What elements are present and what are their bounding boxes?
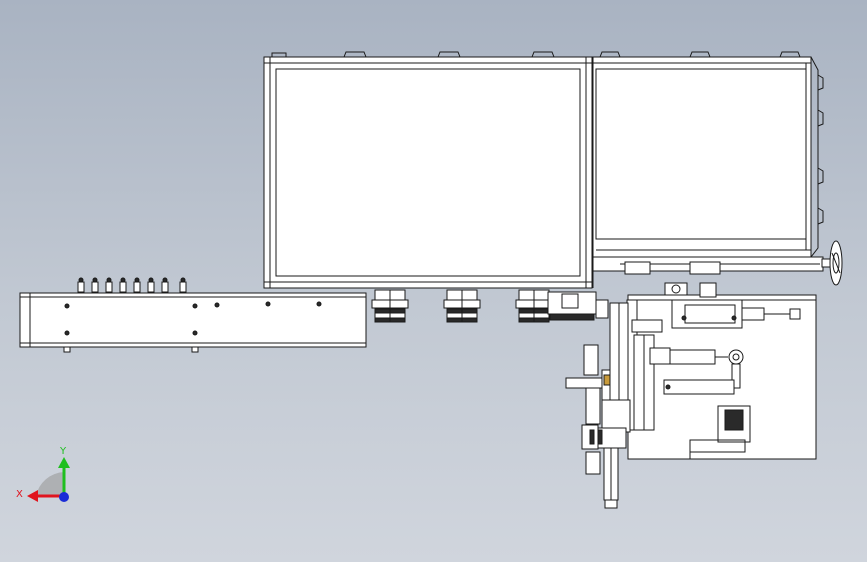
- bolt-row: [77, 277, 187, 293]
- spindle-units: [371, 289, 609, 323]
- x-axis-label: X: [16, 489, 23, 500]
- main-enclosure: [263, 51, 824, 289]
- coordinate-triad-icon: Y X: [16, 446, 70, 502]
- spindle-unit: [371, 289, 409, 323]
- conveyor-rail: [19, 277, 367, 353]
- spindle-unit: [443, 289, 481, 323]
- y-axis-label: Y: [59, 446, 67, 457]
- tool-actuator: [565, 302, 631, 509]
- spindle-unit: [515, 289, 553, 323]
- feeder-assembly: [626, 282, 817, 460]
- handwheel-icon: [821, 240, 843, 286]
